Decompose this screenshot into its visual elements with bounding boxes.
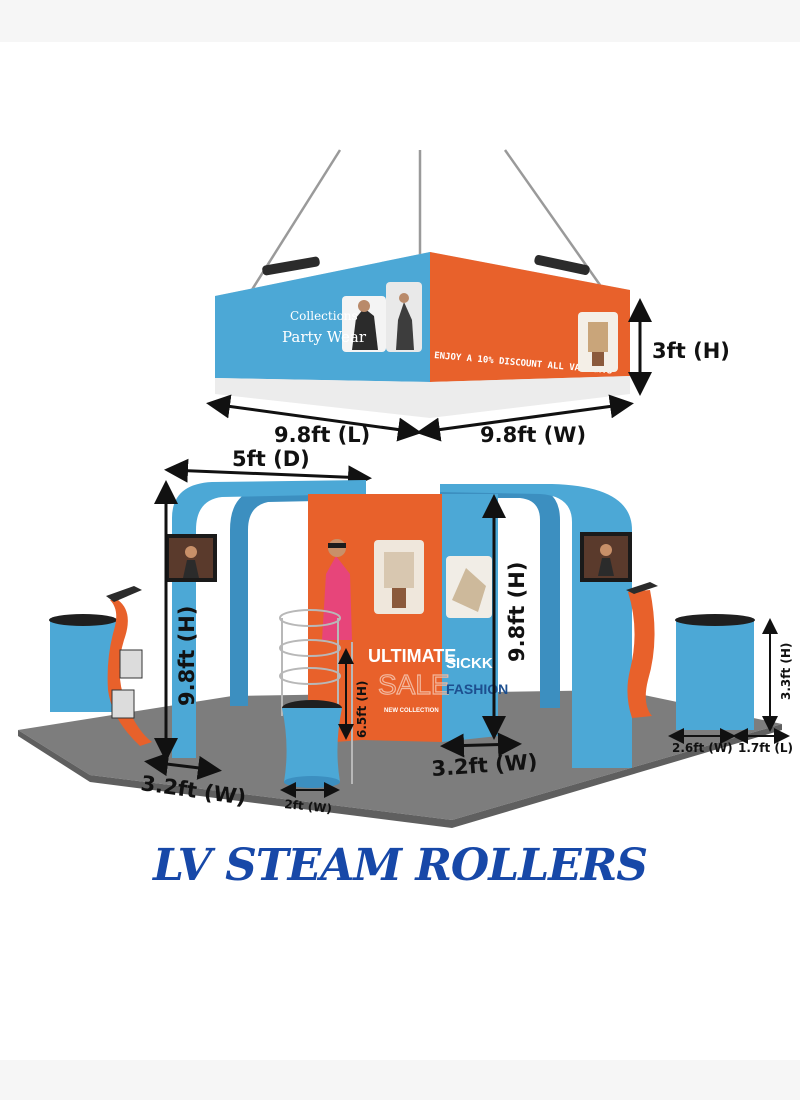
- dimension-lines-top: [164, 298, 652, 490]
- sale-headline: ULTIMATE: [368, 646, 456, 666]
- monitor-left: [165, 534, 217, 582]
- sale-subhead: SALE: [378, 669, 450, 700]
- right-podium: [675, 614, 755, 730]
- dim-pedestal-width: 2ft (W): [284, 797, 333, 816]
- dim-right-podium-length: 1.7ft (L): [738, 741, 793, 755]
- bottom-margin-band: [0, 1060, 800, 1100]
- dim-truss-width: 9.8ft (W): [480, 423, 586, 447]
- spotlight-icon: [534, 255, 590, 275]
- model-figure: [322, 556, 352, 640]
- spotlight-icon: [262, 256, 320, 276]
- sign-left-line1: Collections: [290, 309, 358, 323]
- brand-wordmark: LV STEAM ROLLERS: [151, 840, 647, 891]
- fashion-line1: SICKK: [446, 655, 493, 672]
- dim-counter-height: 6.5ft (H): [355, 681, 369, 738]
- dim-center-wall-height: 9.8ft (H): [505, 562, 529, 662]
- center-wall-orange-right: [362, 494, 442, 742]
- brochure-stand-left: [106, 586, 152, 746]
- brochure-stand-right: [626, 582, 658, 718]
- dim-right-podium-width: 2.6ft (W): [672, 741, 733, 755]
- dim-right-podium-height: 3.3ft (H): [779, 643, 793, 700]
- pedestal: [282, 700, 342, 788]
- dim-left-arch-height: 9.8ft (H): [175, 606, 199, 706]
- monitor-right: [580, 532, 632, 582]
- sale-tagline: NEW COLLECTION: [384, 708, 439, 714]
- dim-truss-height: 3ft (H): [652, 339, 730, 363]
- sign-left-line2: Party Wear: [282, 328, 367, 346]
- dimension-lines-booth: [144, 480, 790, 798]
- top-margin-band: [0, 0, 800, 42]
- left-arch: [172, 480, 366, 758]
- fashion-line2: FASHION: [446, 681, 508, 697]
- left-podium: [49, 614, 117, 712]
- dim-truss-length: 9.8ft (L): [274, 423, 370, 447]
- hanging-sign: Collections Party Wear ENJOY A 10% DISCO…: [215, 252, 630, 418]
- dim-depth: 5ft (D): [232, 447, 310, 471]
